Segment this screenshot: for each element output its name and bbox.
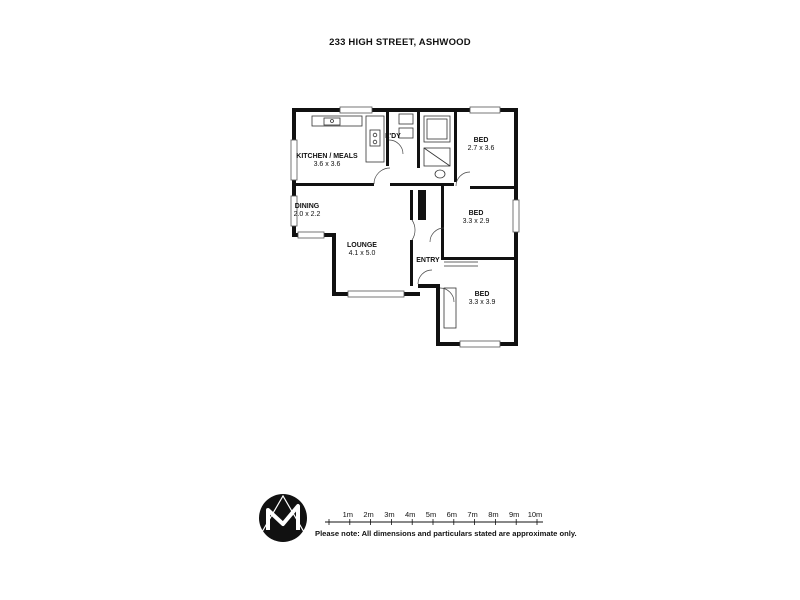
scale-label: 2m — [363, 510, 373, 519]
room-dims-kitchen: 3.6 x 3.6 — [314, 161, 341, 168]
room-name-bed3: BED — [475, 291, 490, 298]
scale-label: 9m — [509, 510, 519, 519]
room-name-dining: DINING — [295, 203, 320, 210]
scale-label: 7m — [467, 510, 477, 519]
scale-label: 10m — [528, 510, 543, 519]
scale-label: 3m — [384, 510, 394, 519]
scale-label: 6m — [447, 510, 457, 519]
room-name-bed1: BED — [474, 137, 489, 144]
room-name-kitchen: KITCHEN / MEALS — [296, 153, 358, 160]
room-dims-bed3: 3.3 x 3.9 — [469, 299, 496, 306]
room-dims-bed1: 2.7 x 3.6 — [468, 145, 495, 152]
room-name-lounge: LOUNGE — [347, 242, 377, 249]
room-dims-dining: 2.0 x 2.2 — [294, 211, 321, 218]
floorplan-title: 233 HIGH STREET, ASHWOOD — [329, 37, 471, 48]
room-labels: KITCHEN / MEALS 3.6 x 3.6 L'DY BED 2.7 x… — [294, 133, 496, 306]
room-name-bed2: BED — [469, 210, 484, 217]
windows — [290, 106, 520, 348]
disclaimer-note: Please note: All dimensions and particul… — [315, 529, 577, 538]
scale-label: 1m — [343, 510, 353, 519]
door-swings — [373, 139, 471, 303]
scale-label: 8m — [488, 510, 498, 519]
scale-label: 4m — [405, 510, 415, 519]
scale-bar: 1m 2m 3m 4m 5m 6m 7m 8m 9m 10m — [325, 510, 543, 525]
scale-label: 5m — [426, 510, 436, 519]
fixtures — [311, 113, 478, 329]
compass-m-logo-icon — [259, 494, 307, 542]
interior-walls — [296, 112, 518, 286]
room-name-laundry: L'DY — [385, 133, 401, 140]
room-name-entry: ENTRY — [416, 257, 440, 264]
room-dims-bed2: 3.3 x 2.9 — [463, 218, 490, 225]
room-dims-lounge: 4.1 x 5.0 — [349, 250, 376, 257]
